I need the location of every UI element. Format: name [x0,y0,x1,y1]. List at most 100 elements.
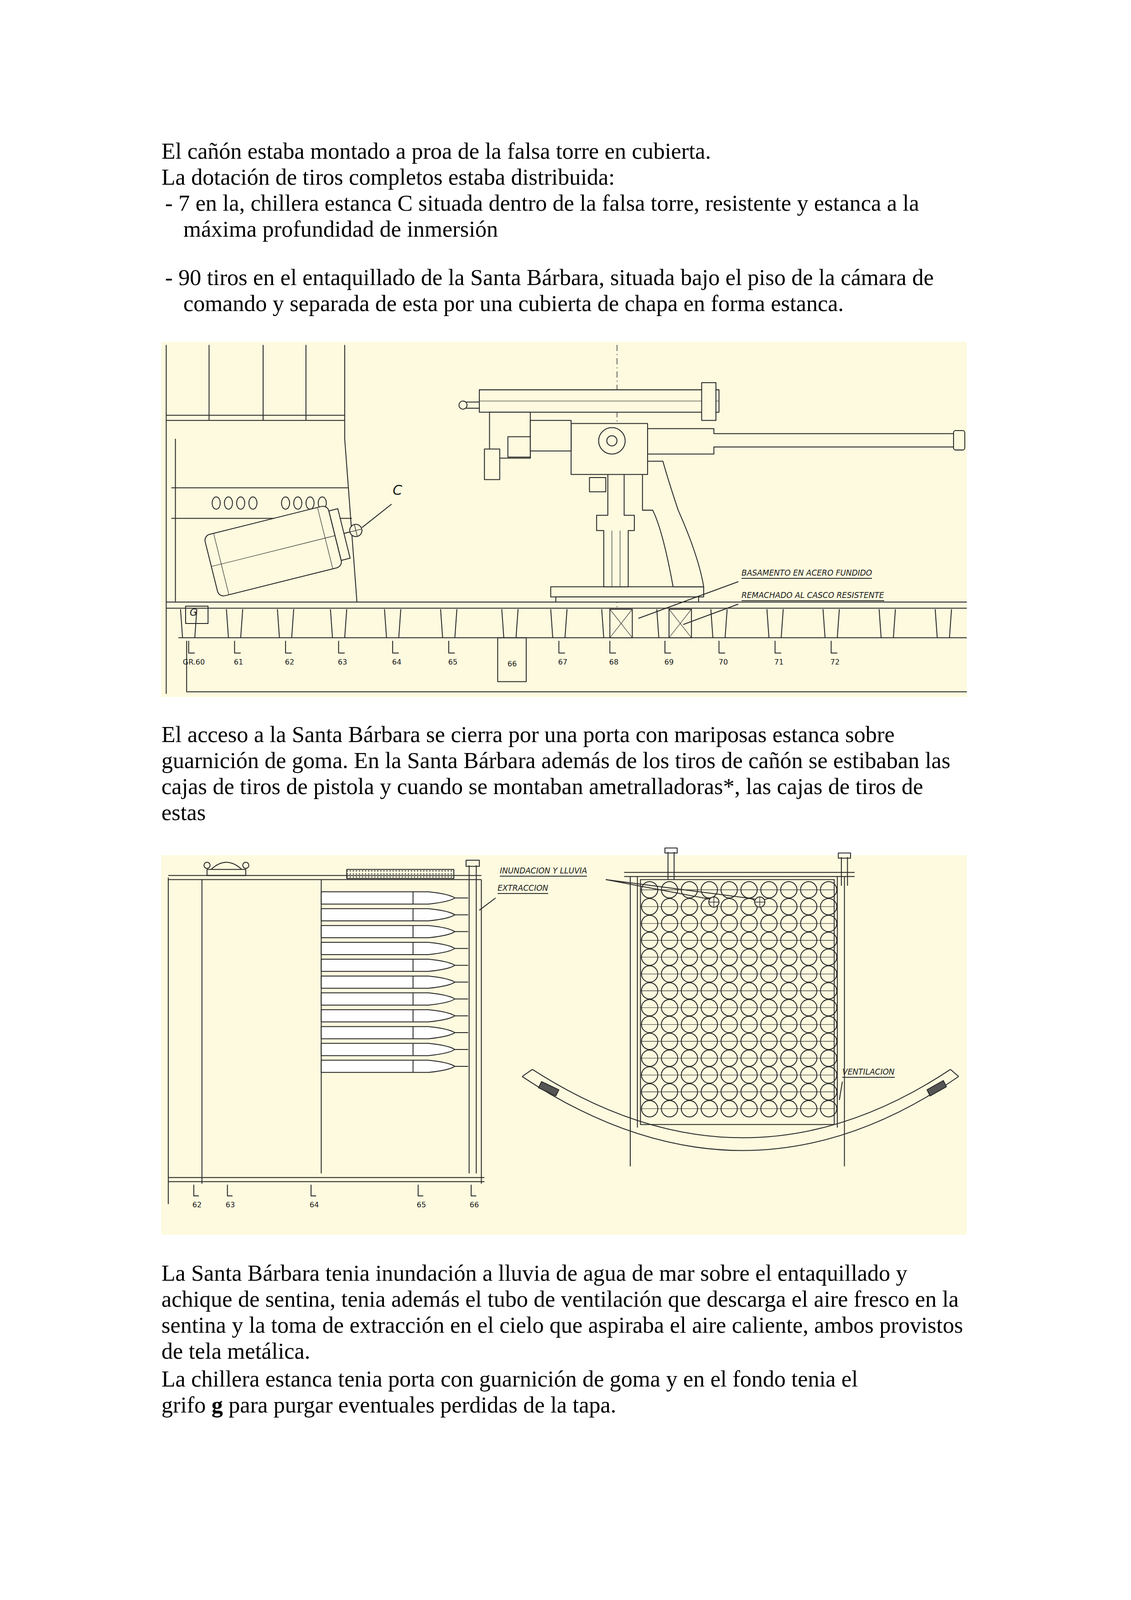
hatch-symbol [203,861,249,876]
chillera-cylinder [203,498,370,598]
shell-circle [741,1032,758,1050]
shell-circle [741,949,758,966]
drawing-ground [160,855,967,1235]
shell-circle [760,1066,778,1084]
girder-line [277,609,294,639]
shell-circle [661,982,678,999]
girder-line [823,609,840,639]
drawing-ground [160,341,967,697]
shell-circle [741,915,758,932]
shell-circle [700,949,718,966]
shell-circle [780,1049,798,1067]
bulkhead-line [202,879,482,1184]
shell-circle [760,999,778,1016]
shell-circle [760,915,778,932]
shell-circle [741,881,758,898]
leader-line [605,879,755,900]
frame-tick [831,640,838,654]
frame-box [497,637,527,682]
shell-circle [820,1049,837,1067]
shell-circle [661,1066,678,1084]
shell-symbol [321,975,455,989]
shell-circle [721,1049,738,1067]
shell-circle [661,915,678,932]
girder-line [550,609,568,639]
frame-tick [775,640,782,654]
leader-line [638,581,739,625]
body-paragraph: La chillera estanca tenia porta con guar… [161,1365,970,1418]
shell-circle [760,1100,778,1117]
porthole-row [212,497,327,510]
frame-number: GR.60 [182,658,205,667]
shell-circle [700,1066,718,1084]
gun-drawing [160,341,967,697]
shell-circle [721,915,738,932]
girder-line [767,609,784,639]
shell-circle [820,915,837,932]
frame-tick [188,640,195,654]
shell-stack [321,891,468,1073]
frame-number: 65 [448,658,458,667]
shell-circle [800,1016,817,1033]
frame-number: 66 [469,1200,479,1209]
shell-circle [780,965,798,983]
shell-circle [641,932,659,949]
girder-line [935,609,952,639]
shell-circle [760,1016,778,1033]
frame-number: 70 [718,658,728,667]
shell-circle [661,1100,678,1117]
frame-tick [193,1184,199,1196]
shell-circle [641,1083,659,1100]
shell-circle [780,1083,798,1100]
shell-circle [820,1016,837,1033]
shell-line [413,975,469,989]
shell-circle [820,982,837,999]
shell-circle [641,949,659,966]
shell-circle [641,999,659,1016]
shell-circle [780,898,798,915]
pipe-line [668,851,848,886]
shell-circle [641,965,659,983]
tower-line [166,344,167,694]
hull-joint [538,1080,947,1096]
shell-circle [700,932,718,949]
frame-tick [285,640,292,654]
shell-circle [760,982,778,999]
frame-tick [448,640,455,654]
shell-symbol [321,891,455,904]
shell-line [413,908,469,921]
shell-circle [681,1049,698,1067]
shell-circle [641,1100,659,1117]
shell-symbol [321,1009,455,1023]
list-item: - 7 en la, chillera estanca C situada de… [165,190,970,243]
girder-line [440,609,457,639]
shell-circle [780,932,798,949]
shell-circle [641,898,659,915]
shell-circle [721,898,738,915]
frame-number: 62 [192,1200,202,1209]
bold-letter: g [211,1391,224,1418]
shell-circle [700,881,718,898]
shell-line [413,992,469,1006]
shell-circle [800,1032,817,1050]
shell-circle [700,1083,718,1100]
shell-circle [681,898,698,915]
shell-circle [760,1032,778,1050]
frame-marks [180,609,952,654]
part-label: EXTRACCION [497,883,549,894]
shell-circle [741,1049,758,1067]
leader-line [479,897,496,911]
frame-number: 63 [337,658,348,667]
shell-symbol [321,925,455,938]
shell-circle [721,1016,738,1033]
shell-circle [780,1100,798,1117]
frame-number: 72 [830,658,840,667]
body-paragraph: El cañón estaba montado a proa de la fal… [161,138,970,165]
shell-circle [800,982,817,999]
frame-tick [664,640,671,654]
shell-circle [681,915,698,932]
hull-line [167,877,169,1204]
shell-circle [741,965,758,983]
frame-number: 67 [558,658,568,667]
shell-circle [760,881,778,898]
